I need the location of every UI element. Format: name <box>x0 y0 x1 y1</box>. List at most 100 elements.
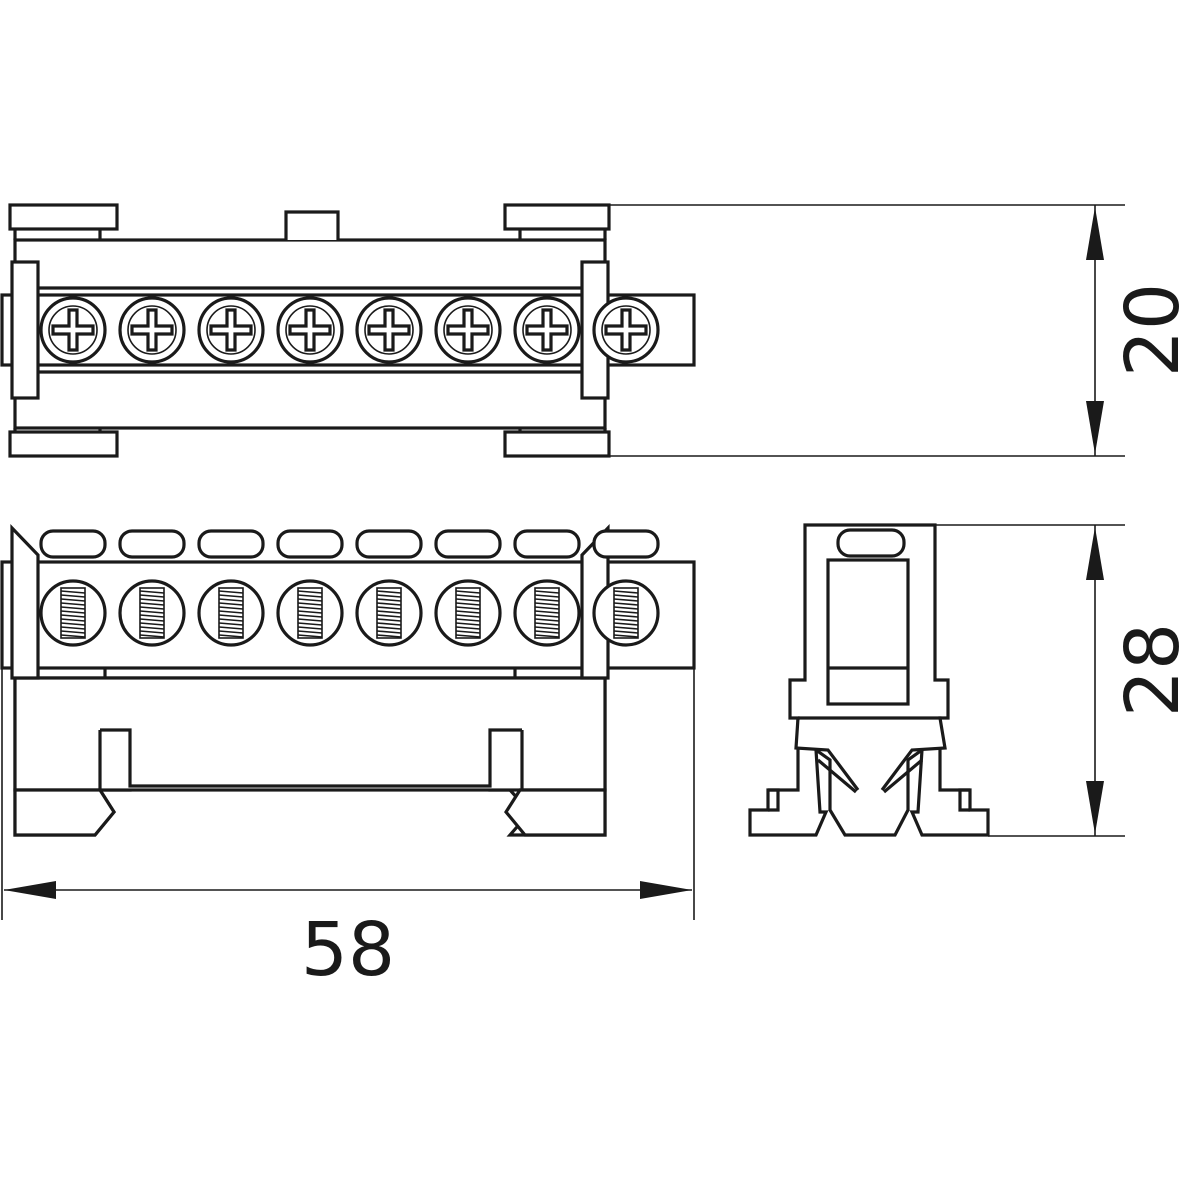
thread-line <box>139 626 165 630</box>
thread-line <box>534 630 560 634</box>
thread-line <box>455 618 481 622</box>
screw-front-3 <box>197 529 265 647</box>
thread-line <box>60 626 86 630</box>
dimension-label-28: 28 <box>1110 623 1196 717</box>
arrow-head <box>1086 401 1104 454</box>
thread-line <box>218 634 244 638</box>
thread-line <box>534 614 560 618</box>
screw-cap <box>434 529 502 559</box>
thread-line <box>455 622 481 626</box>
thread-line <box>139 614 165 618</box>
thread-line <box>534 626 560 630</box>
thread-line <box>218 594 244 598</box>
thread-line <box>534 598 560 602</box>
cross-slot-icon <box>209 308 253 352</box>
cross-slot-icon <box>604 308 648 352</box>
thread-line <box>376 622 402 626</box>
foot-bottom-left <box>8 430 119 458</box>
thread-line <box>139 618 165 622</box>
dimension-58: 58 <box>1 668 695 993</box>
thread-line <box>613 602 639 606</box>
thread-line <box>218 610 244 614</box>
screw-head-inner <box>601 305 651 355</box>
arrow-head <box>4 881 56 899</box>
screw-head-inner <box>206 305 256 355</box>
cross-slot-icon <box>51 308 95 352</box>
thread-line <box>218 622 244 626</box>
thread-line <box>376 590 402 594</box>
thread-line <box>455 634 481 638</box>
thread-line <box>60 622 86 626</box>
screw-top-5 <box>355 296 423 364</box>
screw-body <box>513 579 581 647</box>
cross-slot-icon <box>288 308 332 352</box>
thread-line <box>376 626 402 630</box>
thread-line <box>455 598 481 602</box>
screw-cap <box>592 529 660 559</box>
screw-front-8 <box>592 529 660 647</box>
dimension-label-58: 58 <box>301 907 395 993</box>
screw-top-6 <box>434 296 502 364</box>
dimension-28: 28 <box>935 524 1196 837</box>
screw-body <box>118 579 186 647</box>
top-view <box>0 203 696 458</box>
thread-line <box>60 598 86 602</box>
front-clamp-left <box>10 524 40 680</box>
thread-line <box>613 598 639 602</box>
screw-cap <box>355 529 423 559</box>
screw-front-6 <box>434 529 502 647</box>
thread-line <box>613 614 639 618</box>
thread-line <box>455 610 481 614</box>
side-view-rail-hooks <box>768 788 970 812</box>
screw-top-8 <box>592 296 660 364</box>
thread-line <box>613 630 639 634</box>
thread-line <box>297 614 323 618</box>
thread-line <box>60 594 86 598</box>
thread-line <box>613 618 639 622</box>
thread-line <box>218 602 244 606</box>
thread-line <box>218 606 244 610</box>
thread-line <box>376 606 402 610</box>
screw-cap <box>39 529 107 559</box>
thread-line <box>534 594 560 598</box>
thread-line <box>455 606 481 610</box>
screw-head-inner <box>443 305 493 355</box>
thread-line <box>376 614 402 618</box>
screw-head-inner <box>48 305 98 355</box>
screw-head-inner <box>285 305 335 355</box>
side-view-spring-clip <box>794 716 947 791</box>
screw-top-1 <box>39 296 107 364</box>
thread-line <box>139 602 165 606</box>
thread-line <box>376 594 402 598</box>
screw-front-7 <box>513 529 581 647</box>
screw-top-7 <box>513 296 581 364</box>
thread-line <box>139 590 165 594</box>
thread-line <box>297 590 323 594</box>
thread-line <box>455 594 481 598</box>
thread-line <box>297 598 323 602</box>
foot-top-left <box>8 203 119 231</box>
thread-line <box>218 630 244 634</box>
thread-line <box>139 610 165 614</box>
screw-top-2 <box>118 296 186 364</box>
front-view-screws <box>39 529 660 647</box>
thread-line <box>297 630 323 634</box>
top-view-center-tab <box>284 210 340 240</box>
thread-line <box>60 630 86 634</box>
thread-line <box>218 614 244 618</box>
screw-head-inner <box>127 305 177 355</box>
side-view-spring-arms <box>816 758 924 794</box>
thread-line <box>139 606 165 610</box>
thread-line <box>534 610 560 614</box>
thread-line <box>534 606 560 610</box>
screw-body <box>197 579 265 647</box>
thread-line <box>60 610 86 614</box>
thread-line <box>613 590 639 594</box>
thread-line <box>60 606 86 610</box>
thread-line <box>613 634 639 638</box>
thread-line <box>376 602 402 606</box>
thread-line <box>297 594 323 598</box>
cross-slot-icon <box>525 308 569 352</box>
